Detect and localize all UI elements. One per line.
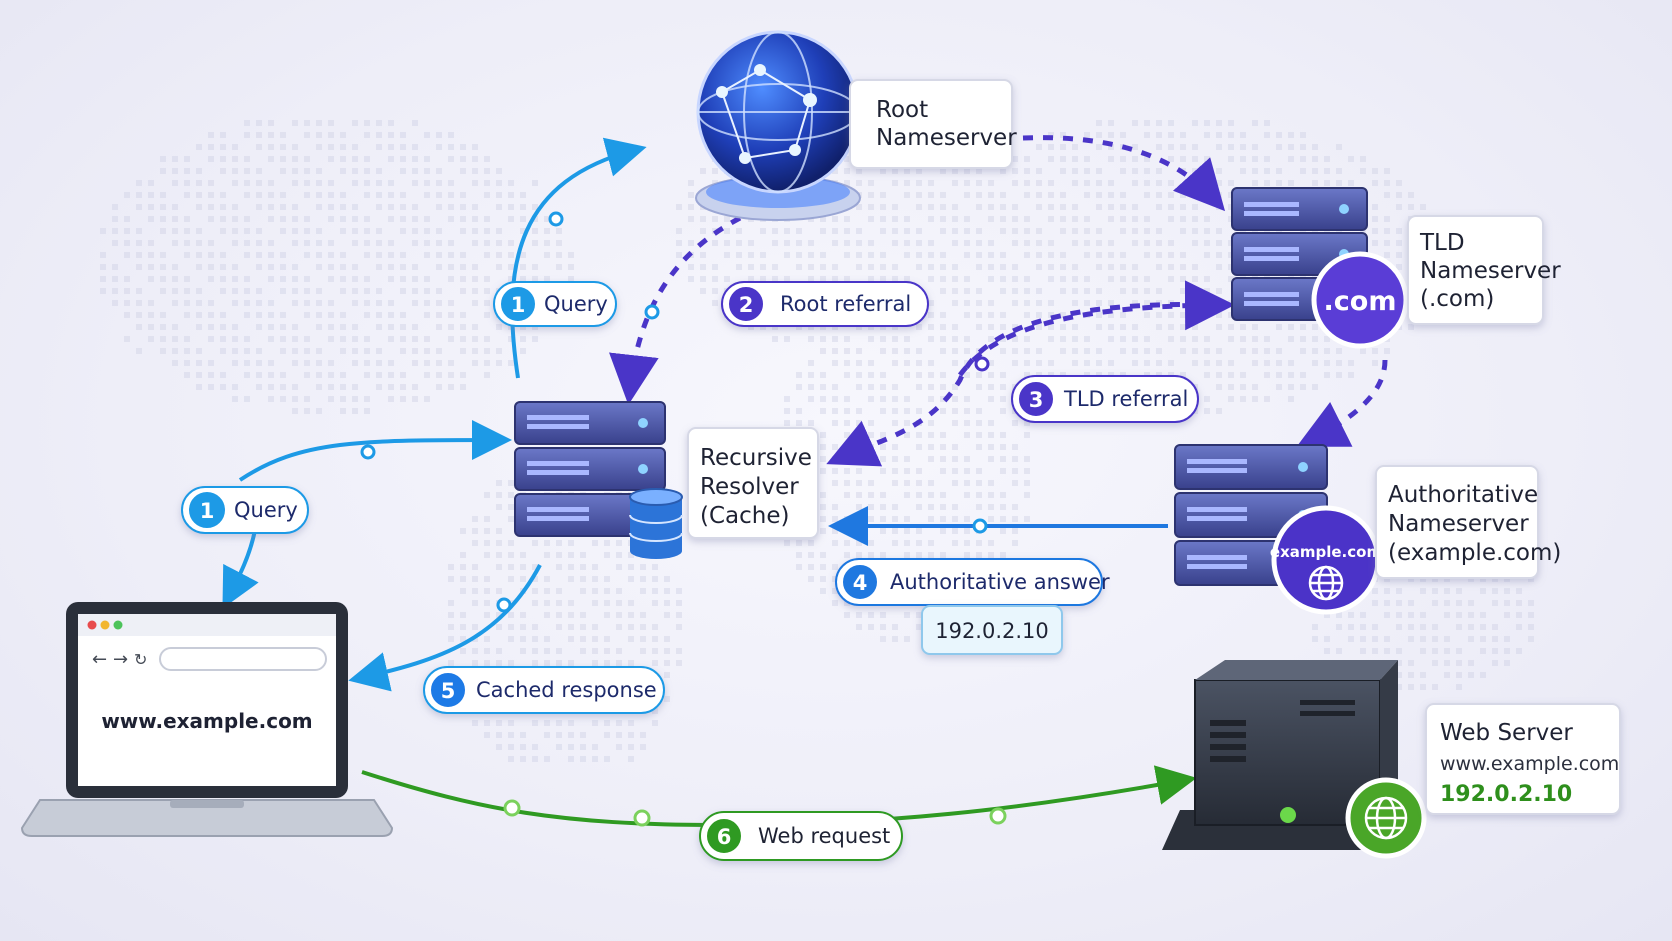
step-1-label-lower: Query — [234, 498, 298, 522]
resolver-label-line1: Recursive — [700, 445, 812, 471]
root-to-tld-arrow — [1022, 135, 1226, 212]
globe-icon — [1364, 796, 1408, 840]
refresh-icon: ↻ — [134, 650, 147, 669]
step-3-label: TLD referral — [1063, 387, 1188, 411]
step-5-label: Cached response — [476, 678, 657, 702]
tld-to-auth-arrow — [1296, 359, 1388, 447]
step-2-label: Root referral — [780, 292, 911, 316]
root-nameserver-label-box — [849, 79, 1013, 169]
root-referral-arrow — [609, 215, 742, 405]
step-5-num: 5 — [441, 679, 456, 703]
tld-nameserver-label-box — [1407, 215, 1544, 325]
resolver-label-line3: (Cache) — [700, 503, 789, 529]
step-1-num-upper: 1 — [511, 293, 526, 317]
forward-icon: → — [113, 649, 128, 670]
web-server-label-box — [1425, 703, 1621, 815]
step-1-badge-upper — [499, 285, 537, 323]
root-nameserver-label-line1: Root — [876, 97, 928, 123]
tld-label-line3: (.com) — [1420, 286, 1494, 312]
laptop-page-url: www.example.com — [101, 709, 312, 733]
step-6-num: 6 — [717, 825, 732, 849]
answer-ip-box — [921, 605, 1063, 655]
authoritative-label-line3: (example.com) — [1388, 540, 1561, 566]
cache-database-icon — [629, 488, 683, 559]
root-nameserver-globe-icon — [695, 30, 861, 221]
web-globe-badge — [1345, 777, 1427, 859]
authoritative-label-line2: Nameserver — [1388, 511, 1529, 537]
resolver-label-box — [687, 427, 819, 539]
step-6-label: Web request — [758, 824, 890, 848]
tld-com-badge-text: .com — [1324, 286, 1397, 317]
cached-response-arrow — [348, 564, 542, 692]
step-1-badge-lower — [187, 490, 227, 530]
answer-ip-value: 192.0.2.10 — [935, 619, 1049, 643]
tld-label-line1: TLD — [1419, 230, 1465, 256]
tld-label-line2: Nameserver — [1420, 258, 1561, 284]
tld-com-badge — [1311, 251, 1409, 349]
step-1-num-lower: 1 — [200, 499, 215, 523]
web-server-label-line1: Web Server — [1440, 720, 1573, 746]
web-server-label-line3: 192.0.2.10 — [1440, 782, 1572, 807]
step-4-badge — [841, 563, 879, 601]
step-4-label: Authoritative answer — [890, 570, 1110, 594]
root-nameserver-label-line2: Nameserver — [876, 125, 1017, 151]
back-icon: ← — [92, 649, 107, 670]
query-arrow-to-resolver — [238, 420, 512, 482]
authoritative-label-line1: Authoritative — [1388, 482, 1538, 508]
step-3-num: 3 — [1029, 388, 1044, 412]
step-5-badge — [429, 671, 467, 709]
step-2-num: 2 — [739, 293, 754, 317]
query-arrow-to-root — [510, 137, 647, 379]
resolver-label-line2: Resolver — [700, 474, 799, 500]
globe-icon — [1308, 565, 1344, 601]
authoritative-label-box — [1375, 465, 1539, 579]
step-2-root-referral — [721, 281, 929, 327]
address-bar — [159, 647, 327, 671]
step-4-num: 4 — [853, 571, 868, 595]
step-5-cached-response — [423, 666, 665, 714]
step-3-badge — [1017, 380, 1055, 418]
step-3-tld-referral — [1011, 375, 1199, 423]
step-6-web-request — [699, 811, 903, 861]
step-6-badge — [705, 817, 743, 855]
step-1-label-upper: Query — [544, 292, 608, 316]
step-2-badge — [727, 285, 765, 323]
laptop-icon: ← → ↻ — [20, 602, 394, 837]
web-server-label-line2: www.example.com — [1440, 753, 1619, 775]
example-com-badge-text: example.com — [1270, 543, 1382, 561]
